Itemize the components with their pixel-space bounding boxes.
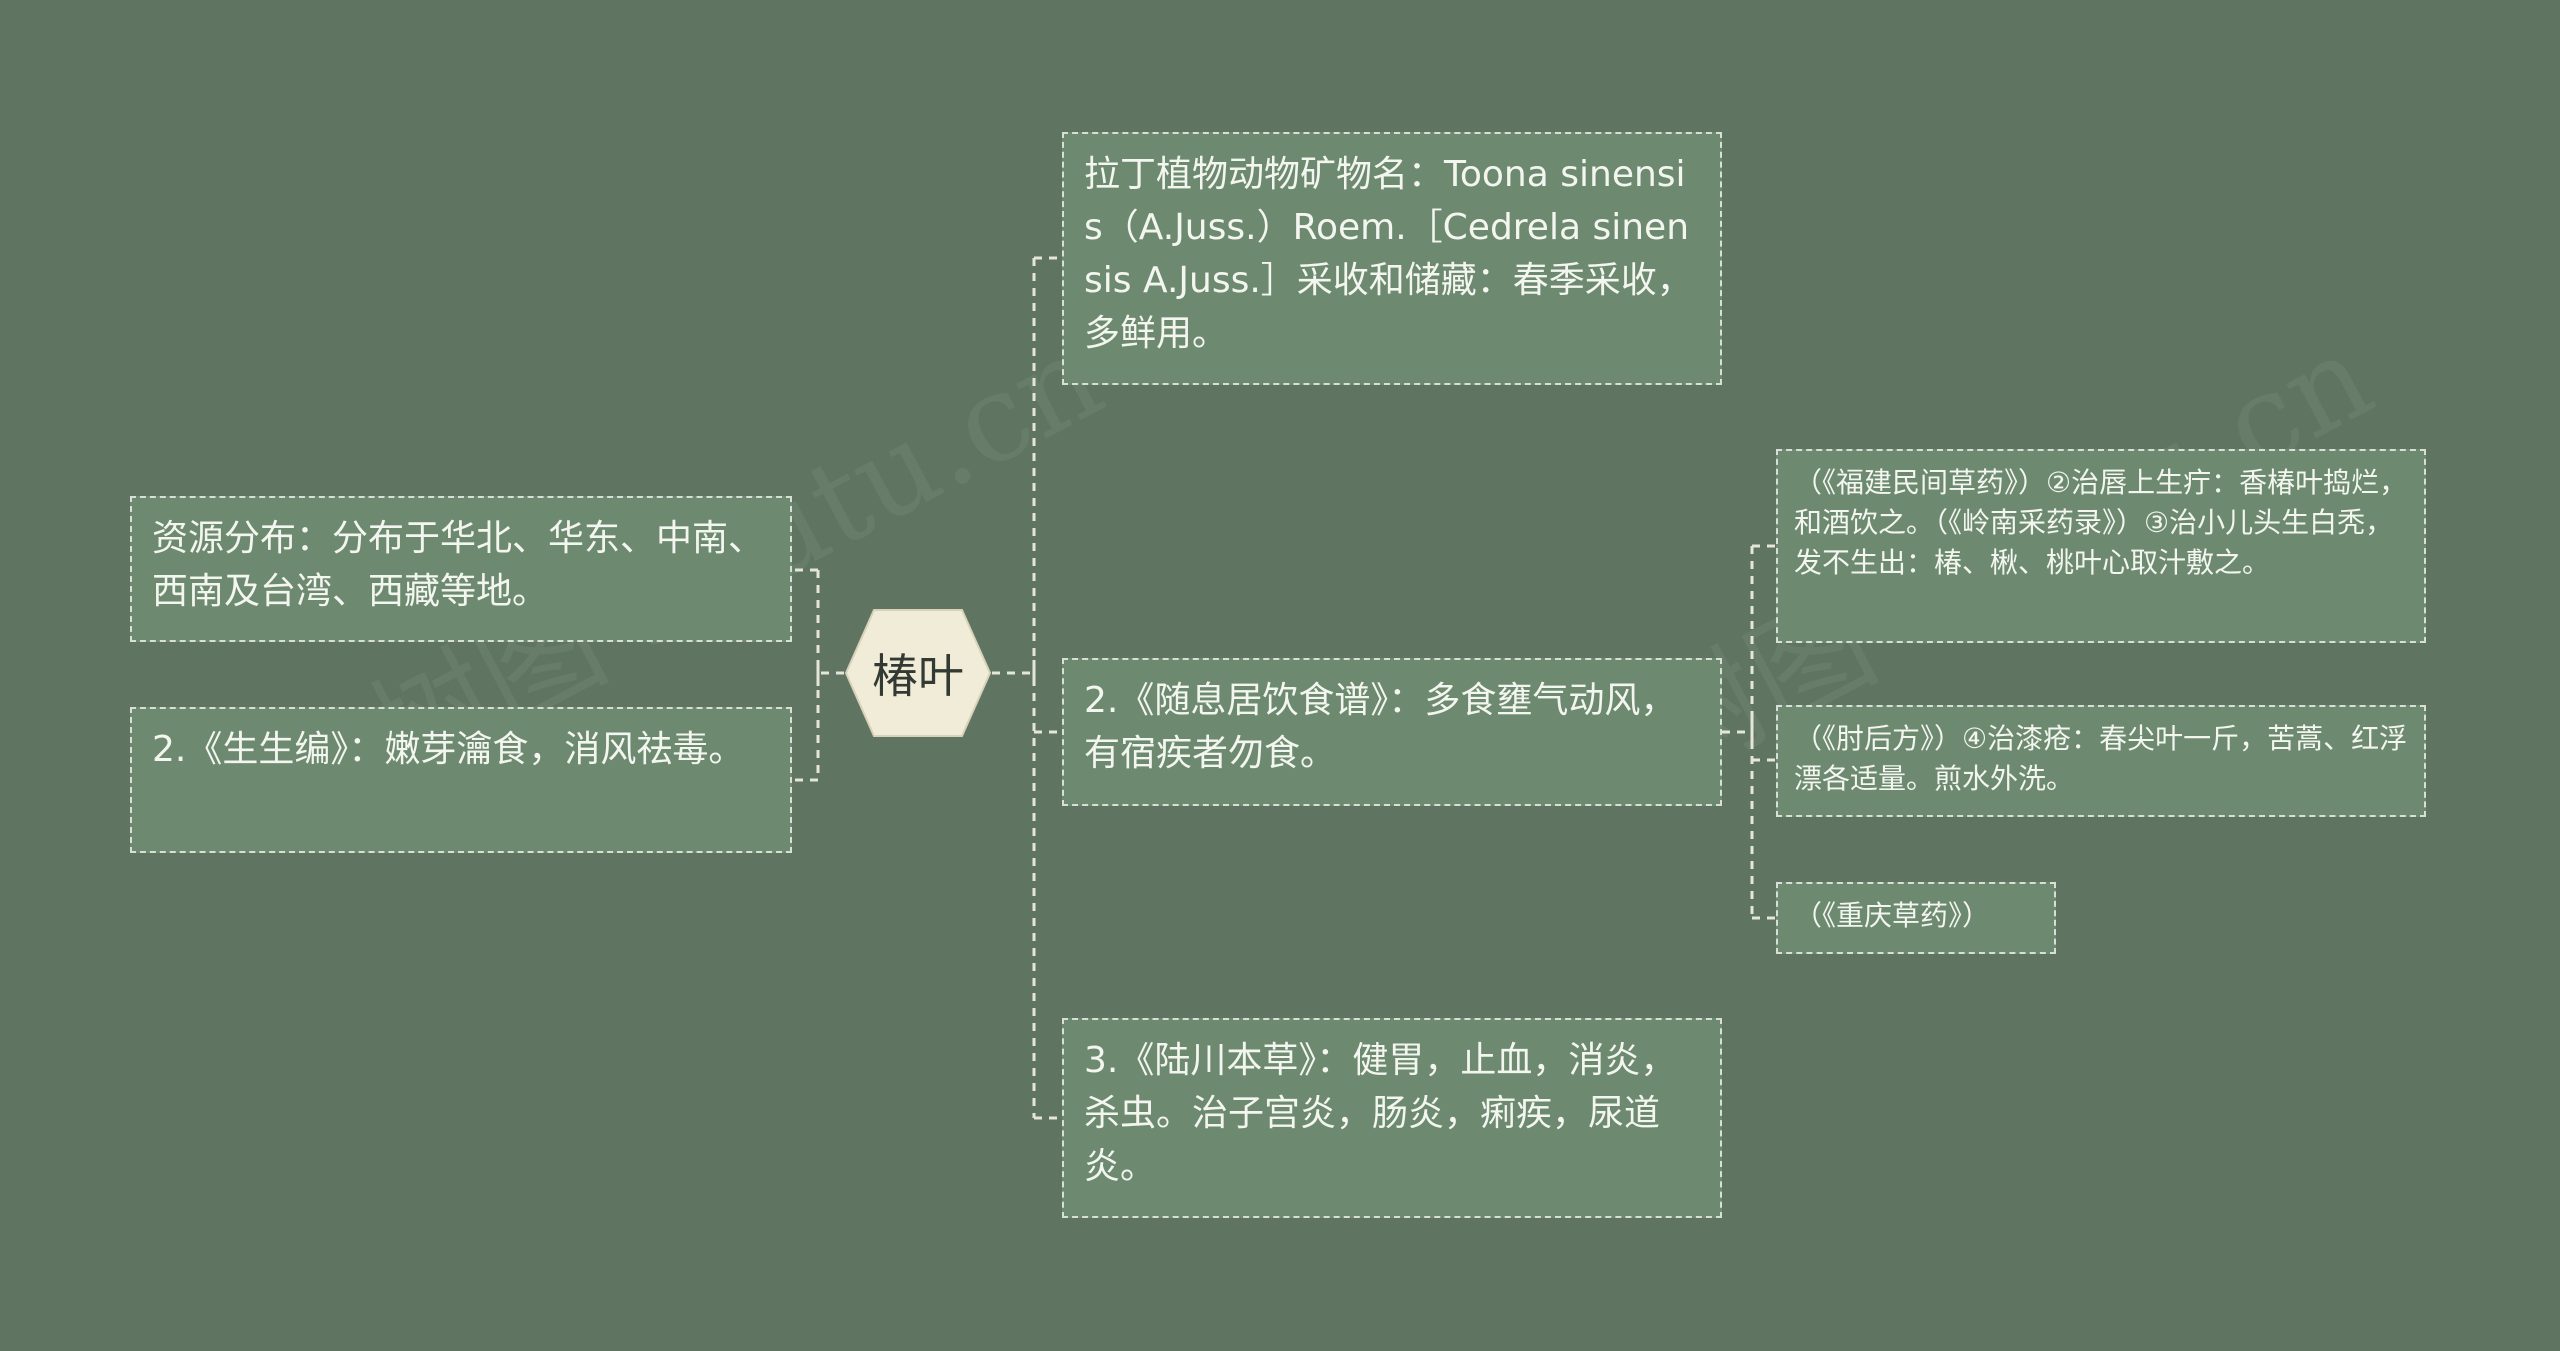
root-label: 椿叶	[872, 649, 964, 703]
sub-node-chongqing[interactable]: （《重庆草药》）	[1776, 882, 2056, 954]
sub-node-fujian[interactable]: （《福建民间草药》）②治唇上生疔：香椿叶捣烂，和酒饮之。（《岭南采药录》）③治小…	[1776, 449, 2426, 643]
left-node-resource-distribution[interactable]: 资源分布：分布于华北、华东、中南、西南及台湾、西藏等地。	[130, 496, 792, 642]
right-node-luchuan[interactable]: 3.《陆川本草》：健胃，止血，消炎，杀虫。治子宫炎，肠炎，痢疾，尿道炎。	[1062, 1018, 1722, 1218]
right-node-latin-name[interactable]: 拉丁植物动物矿物名：Toona sinensis（A.Juss.）Roem.［C…	[1062, 132, 1722, 385]
right-node-suixiju[interactable]: 2.《随息居饮食谱》：多食壅气动风，有宿疾者勿食。	[1062, 658, 1722, 806]
left-node-shengshengbian[interactable]: 2.《生生编》：嫩芽瀹食，消风祛毒。	[130, 707, 792, 853]
sub-node-zhouhoufang[interactable]: （《肘后方》）④治漆疮：春尖叶一斤，苦蒿、红浮漂各适量。煎水外洗。	[1776, 705, 2426, 817]
root-node[interactable]: 椿叶	[844, 608, 992, 738]
root-hexagon-shape	[844, 609, 992, 737]
